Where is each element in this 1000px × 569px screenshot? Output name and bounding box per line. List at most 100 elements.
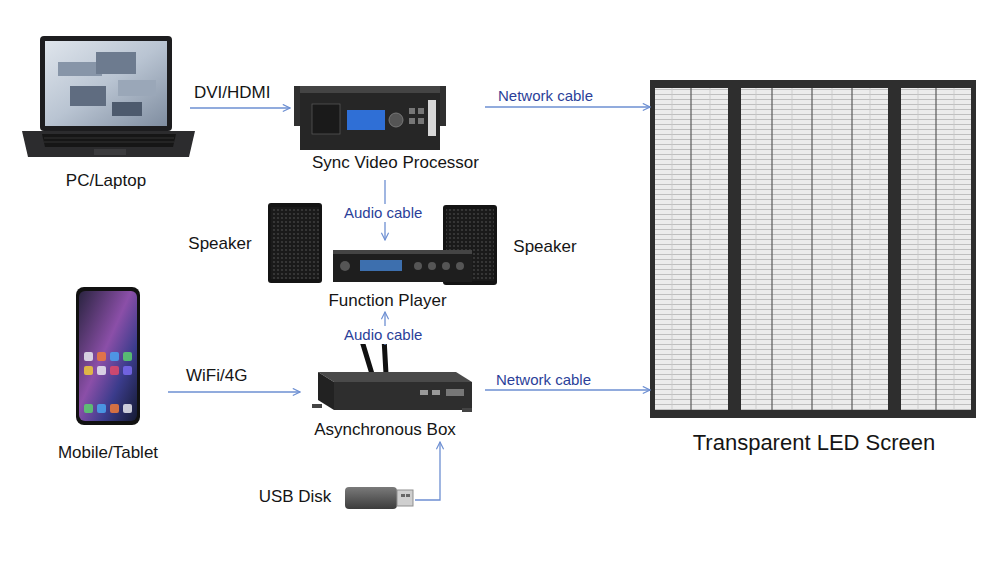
device-label: PC/Laptop <box>22 171 190 191</box>
device-node: USB Disk <box>250 470 415 520</box>
screen-block <box>70 86 106 106</box>
phone-screen <box>79 291 137 421</box>
cable-label: WiFi/4G <box>185 367 248 385</box>
device-node: Sync Video Processor <box>290 78 485 180</box>
device-label: Asynchronous Box <box>300 420 470 440</box>
phone-frame <box>76 287 140 425</box>
player-display <box>360 260 402 271</box>
led-screen-illustration <box>650 80 976 418</box>
laptop-bezel <box>40 36 172 131</box>
led-strip-line <box>672 88 954 410</box>
box-foot <box>312 404 322 408</box>
async-box-illustration <box>312 338 472 412</box>
device-label: Speaker <box>180 234 260 254</box>
screen-block <box>112 102 142 116</box>
processor-button <box>418 108 424 114</box>
box-top <box>318 372 472 382</box>
device-node: Asynchronous Box <box>300 345 485 442</box>
laptop-keyboard <box>42 134 176 147</box>
player-knob <box>442 262 450 270</box>
box-foot <box>462 408 472 412</box>
device-node: PC/Laptop <box>22 35 190 195</box>
cable-label: Audio cable <box>343 204 423 222</box>
antenna <box>362 341 372 374</box>
player-body <box>333 250 472 282</box>
device-label: Transparent LED Screen <box>650 430 978 455</box>
led-strip-line <box>691 88 936 410</box>
box-front <box>334 382 472 410</box>
speaker-illustration <box>268 203 322 283</box>
app-icon <box>110 404 119 413</box>
usb-body <box>345 487 397 509</box>
speaker-cabinet <box>268 203 322 283</box>
device-label: Mobile/Tablet <box>48 443 168 463</box>
device-node: Speaker <box>170 200 325 290</box>
phone-icons <box>84 352 132 413</box>
player-top <box>333 250 472 254</box>
phone-illustration <box>76 287 140 425</box>
processor-illustration <box>294 86 446 150</box>
app-icon <box>123 352 132 361</box>
app-icon <box>97 352 106 361</box>
cable-arrow <box>168 391 300 392</box>
usb-hole <box>406 494 410 497</box>
cable-arrow <box>415 442 440 500</box>
processor-sticker <box>428 100 436 136</box>
cable-label: DVI/HDMI <box>193 84 272 102</box>
laptop-screen <box>45 41 167 126</box>
processor-body <box>300 86 440 150</box>
app-icon <box>123 404 132 413</box>
box-port <box>420 390 428 395</box>
box-port <box>432 390 440 395</box>
cable-arrow <box>485 106 650 107</box>
processor-panel <box>312 104 340 134</box>
cable-arrow <box>190 107 290 108</box>
player-knob <box>414 262 422 270</box>
player-knob <box>428 262 436 270</box>
app-icon <box>84 352 93 361</box>
device-label: USB Disk <box>250 487 340 507</box>
box-label <box>446 389 464 396</box>
screen-block <box>118 80 156 96</box>
led-panel <box>741 88 888 410</box>
processor-button <box>409 118 415 124</box>
processor-button <box>418 118 424 124</box>
keyboard-rows <box>44 138 174 142</box>
laptop-illustration <box>22 36 195 157</box>
usb-hole <box>401 494 405 497</box>
app-icon <box>110 366 119 375</box>
processor-button <box>409 108 415 114</box>
device-node: Speaker <box>440 200 590 292</box>
screen-block <box>58 62 102 76</box>
processor-top <box>300 86 440 93</box>
device-label: Function Player <box>315 291 460 311</box>
cable-label: Network cable <box>495 371 592 389</box>
player-knob <box>340 261 350 271</box>
speaker-grille <box>271 207 319 279</box>
app-icon <box>84 366 93 375</box>
processor-knob <box>389 113 403 127</box>
app-icon <box>110 352 119 361</box>
app-icon <box>84 404 93 413</box>
cable-label: Network cable <box>497 87 594 105</box>
device-label: Sync Video Processor <box>298 153 493 173</box>
cable-label: Audio cable <box>343 326 423 344</box>
device-node: Transparent LED Screen <box>650 78 978 460</box>
laptop-base <box>22 131 195 157</box>
usb-plug <box>397 490 413 506</box>
app-icon <box>97 366 106 375</box>
led-frame <box>650 80 976 418</box>
laptop-touchpad <box>94 149 126 155</box>
player-illustration <box>333 250 472 282</box>
usb-illustration <box>345 487 413 509</box>
processor-display <box>347 110 385 130</box>
player-knob <box>456 262 464 270</box>
device-node: Mobile/Tablet <box>48 283 168 465</box>
screen-block <box>96 52 136 74</box>
device-label: Speaker <box>505 237 585 257</box>
